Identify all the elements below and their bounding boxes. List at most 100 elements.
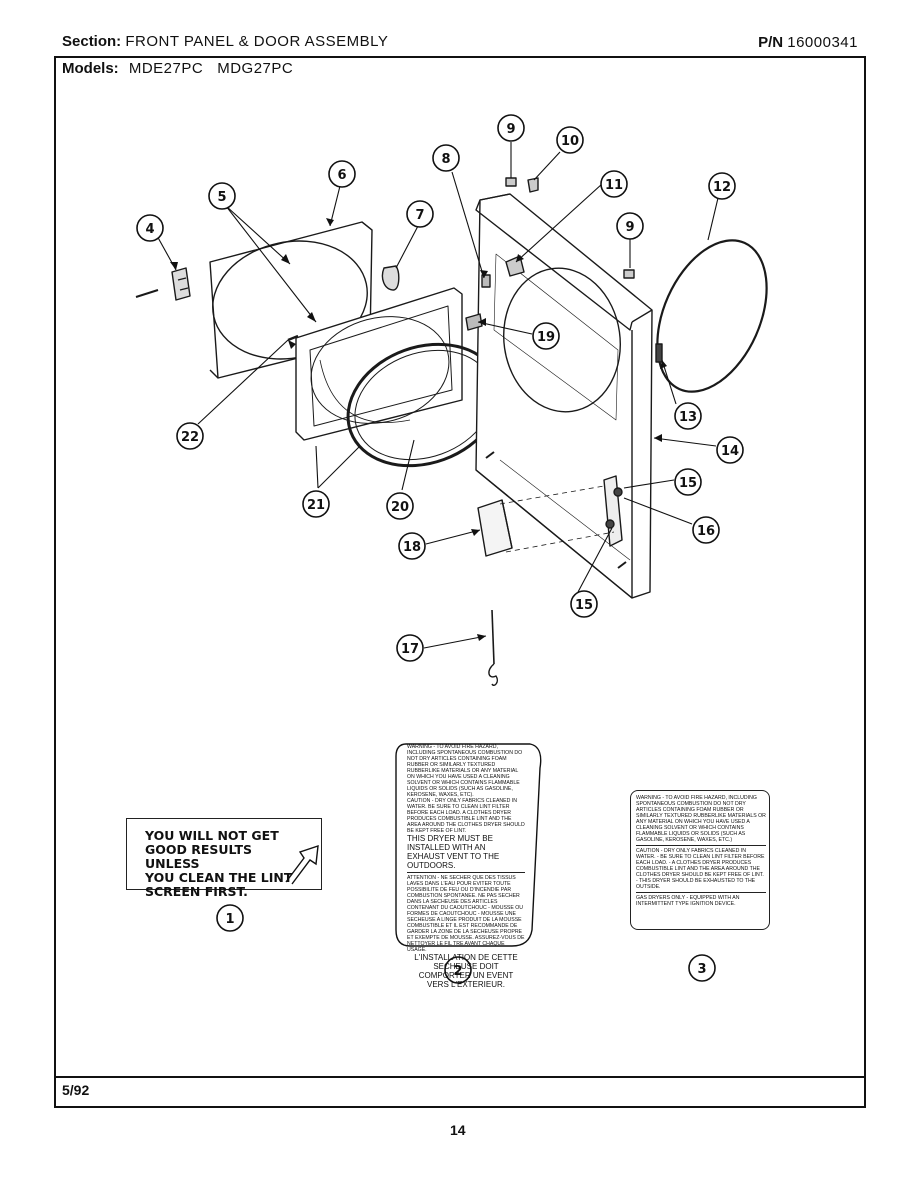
gas-warning-text: WARNING - TO AVOID FIRE HAZARD, INCLUDIN… [636,795,766,907]
svg-text:9: 9 [625,220,634,235]
svg-text:20: 20 [391,500,409,515]
callout-14: 14 [716,436,744,464]
svg-text:3: 3 [697,962,706,977]
models-label: Models: [62,60,119,77]
lint-line-3: YOU CLEAN THE LINT [145,870,293,885]
svg-text:15: 15 [679,476,697,491]
bilingual-warning-label: WARNING - TO AVOID FIRE HAZARD, INCLUDIN… [395,738,535,989]
svg-text:9: 9 [506,122,515,137]
lint-line-1: YOU WILL NOT GET [145,828,279,843]
panel-clip [655,343,663,363]
svg-text:10: 10 [561,134,579,149]
pn-label: P/N [758,34,784,51]
warning-label-outline [395,743,542,947]
page-number: 14 [450,1122,466,1138]
warning-text: WARNING - TO AVOID FIRE HAZARD, INCLUDIN… [407,744,523,798]
callout-9-side: 9 [616,212,644,240]
svg-text:21: 21 [307,498,325,513]
lint-line-4: SCREEN FIRST. [145,884,248,899]
drum-seal [656,239,768,393]
section-label: Section: [62,33,122,50]
wire-harness [488,609,499,686]
callout-16: 16 [692,516,720,544]
callout-20: 20 [386,492,414,520]
caution-text: CAUTION - DRY ONLY FABRICS CLEANED IN WA… [407,798,525,834]
bilingual-warning-text: WARNING - TO AVOID FIRE HAZARD, INCLUDIN… [407,744,525,989]
svg-text:6: 6 [337,168,346,183]
lint-line-2: GOOD RESULTS UNLESS [145,842,252,871]
door-latch [465,313,483,331]
screw-bottom [617,561,627,569]
svg-text:16: 16 [697,524,715,539]
callout-3: 3 [688,954,716,982]
callout-9-top: 9 [497,114,525,142]
callout-10: 10 [556,126,584,154]
callout-4: 4 [136,214,164,242]
svg-text:17: 17 [401,642,419,657]
callout-18: 18 [398,532,426,560]
gas-warning-line: WARNING - TO AVOID FIRE HAZARD, INCLUDIN… [636,795,766,843]
callout-19: 19 [532,322,560,350]
footer-rule [54,1076,866,1078]
screw-front [485,451,495,459]
lint-arrow [285,844,319,885]
callout-8: 8 [432,144,460,172]
models-heading: Models: MDE27PC MDG27PC [62,60,293,77]
callout-15-bottom: 15 [570,590,598,618]
svg-text:12: 12 [713,180,731,195]
models-value: MDE27PC MDG27PC [128,60,294,77]
callout-22: 22 [176,422,204,450]
gas-divider-2 [636,892,766,893]
door-strike [505,255,525,277]
pn-value: 16000341 [787,34,858,51]
svg-text:22: 22 [181,430,199,445]
front-panel [475,193,653,599]
revision-date: 5/92 [62,1082,90,1098]
section-heading: Section: FRONT PANEL & DOOR ASSEMBLY [62,33,388,50]
callout-2: 2 [444,956,472,984]
svg-text:18: 18 [403,540,421,555]
callout-17: 17 [396,634,424,662]
lint-screen-label: YOU WILL NOT GET GOOD RESULTS UNLESS YOU… [126,818,322,899]
svg-text:5: 5 [217,190,226,205]
callout-1: 1 [216,904,244,932]
diagram-frame [54,56,866,1108]
callout-7: 7 [406,200,434,228]
callout-13: 13 [674,402,702,430]
gas-only-line: GAS DRYERS ONLY - EQUIPPED WITH AN INTER… [636,895,740,907]
svg-text:2: 2 [453,964,462,979]
svg-text:14: 14 [721,444,739,459]
section-value: FRONT PANEL & DOOR ASSEMBLY [125,33,389,50]
svg-text:15: 15 [575,598,593,613]
callout-12: 12 [708,172,736,200]
clip-top [505,177,517,187]
callout-15-right: 15 [674,468,702,496]
part-number: P/N 16000341 [758,34,858,51]
door-hinge [135,267,191,301]
callout-21: 21 [302,490,330,518]
callout-5: 5 [208,182,236,210]
label-divider [407,872,525,873]
svg-text:13: 13 [679,410,697,425]
door-catch [381,265,400,291]
gas-warning-label: WARNING - TO AVOID FIRE HAZARD, INCLUDIN… [630,790,770,930]
panel-spacer [481,274,491,288]
gas-divider-1 [636,845,766,846]
hinge-pin [287,334,299,342]
installation-fr-text: L'INSTALLATION DE CETTE SECHEUSE DOIT CO… [414,953,518,989]
svg-text:19: 19 [537,330,555,345]
attention-text: ATTENTION - NE SECHER QUE DES TISSUS LAV… [407,875,525,953]
callout-11: 11 [600,170,628,198]
lint-screen-text: YOU WILL NOT GET GOOD RESULTS UNLESS YOU… [145,829,295,899]
install-text: THIS DRYER MUST BE INSTALLED WITH AN EXH… [407,834,500,870]
cover-plate [477,499,513,557]
svg-text:8: 8 [441,152,450,167]
svg-text:1: 1 [225,912,234,927]
gas-caution-line: CAUTION - DRY ONLY FABRICS CLEANED IN WA… [636,848,765,890]
callout-6: 6 [328,160,356,188]
clip-side [623,269,635,279]
svg-text:4: 4 [145,222,154,237]
svg-text:7: 7 [415,208,424,223]
grommet [527,177,539,193]
